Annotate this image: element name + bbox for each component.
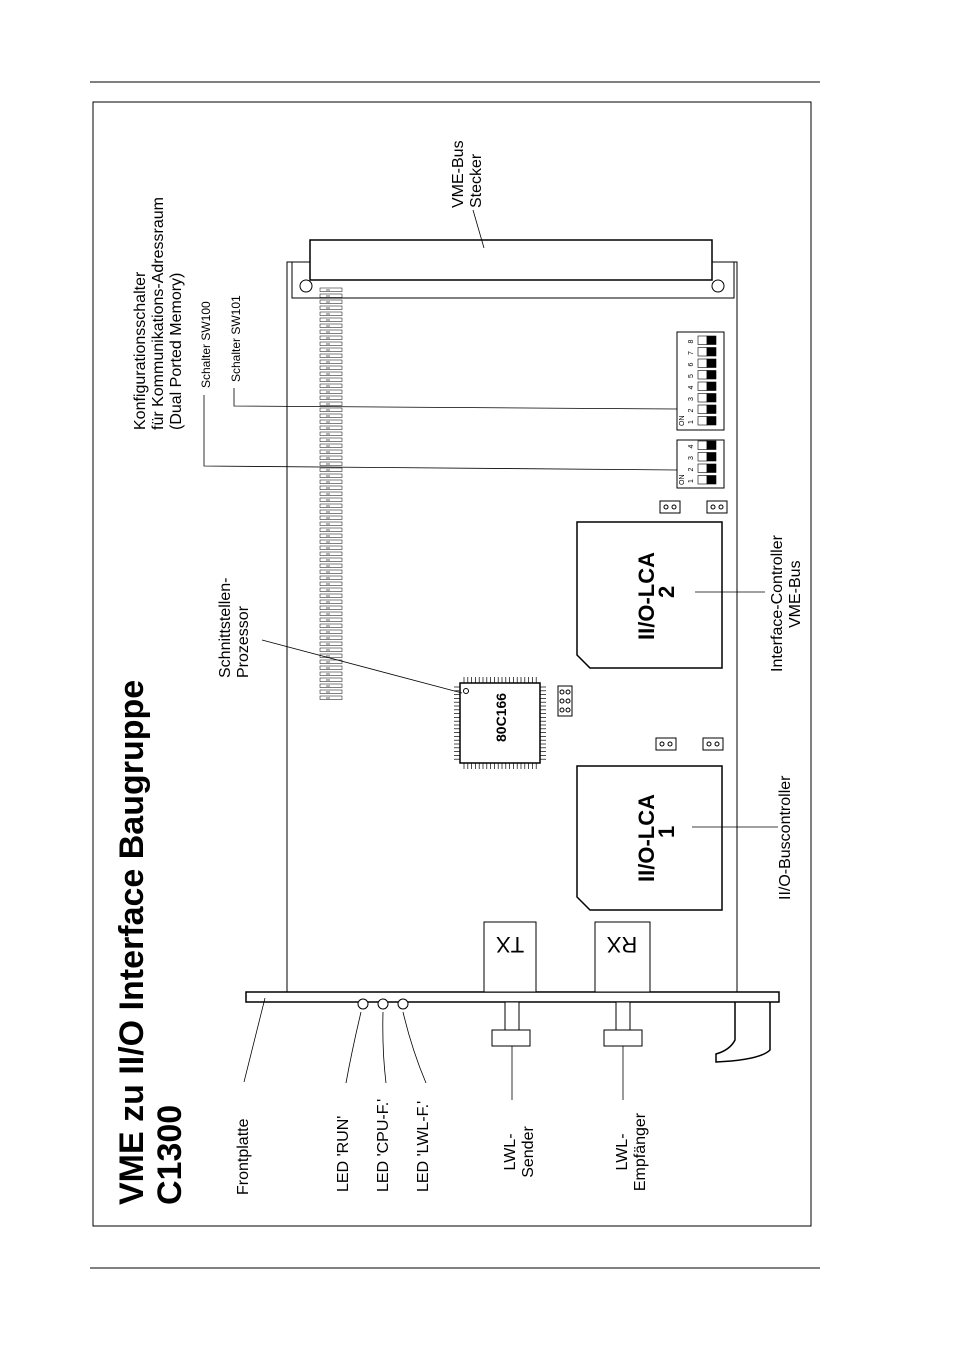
label-lwl-sender-1: LWL-	[502, 1133, 519, 1170]
title-line-1: VME zu II/O Interface Baugruppe	[113, 680, 151, 1205]
tx-connector: TX	[483, 921, 537, 1047]
label-lwl-sender-2: Sender	[520, 1126, 537, 1178]
dip-on-label: ON	[679, 475, 686, 486]
label-led-cpu: LED 'CPU-F.'	[375, 1099, 392, 1192]
lca-chip-2	[576, 521, 723, 669]
label-iobus: II/O-Buscontroller	[777, 775, 794, 900]
cpu-chip	[454, 677, 546, 769]
dip-switch-sw100: 1 2 3 4ON	[676, 439, 725, 489]
leds	[357, 998, 409, 1010]
rx-label: RX	[606, 932, 637, 957]
lca2-label-b: 2	[654, 586, 679, 598]
dip-number: 8	[688, 340, 695, 344]
label-konfig-3: (Dual Ported Memory)	[168, 273, 185, 430]
label-led-lwl: LED 'LWL-F.'	[415, 1101, 432, 1192]
dip-number: 3	[688, 397, 695, 401]
dip-number: 4	[688, 386, 695, 390]
dip-number: 3	[688, 456, 695, 460]
dip-number: 5	[688, 374, 695, 378]
cpu-label: 80C166	[493, 693, 509, 742]
dip-number: 1	[688, 479, 695, 483]
label-led-run: LED 'RUN'	[335, 1116, 352, 1192]
title-line-2: C1300	[151, 1105, 189, 1205]
lca2-label-a: II/O-LCA	[634, 552, 659, 640]
dip-number: 6	[688, 363, 695, 367]
label-sw101: Schalter SW101	[229, 295, 243, 382]
lca1-label-b: 1	[654, 826, 679, 838]
label-lwl-empf-2: Empfänger	[632, 1112, 649, 1191]
label-schnittstellen-1: Schnittstellen-	[217, 578, 234, 679]
dip-on-label: ON	[679, 416, 686, 427]
label-konfig-1: Konfigurationsschalter	[132, 271, 149, 430]
jumpers	[557, 500, 728, 751]
leader-lines	[203, 209, 778, 1100]
label-vme-1: VME-Bus	[450, 140, 467, 208]
rx-connector: RX	[594, 921, 651, 1047]
label-ifc-2: VME-Bus	[787, 560, 804, 628]
label-schnittstellen-2: Prozessor	[235, 605, 252, 678]
dip-number: 2	[688, 468, 695, 472]
label-konfig-2: für Kommunikations-Adressraum	[150, 197, 167, 430]
diagram-frame	[92, 101, 812, 1227]
dip-number: 2	[688, 409, 695, 413]
label-sw100: Schalter SW100	[199, 301, 213, 388]
dip-number: 1	[688, 420, 695, 424]
vme-connector	[291, 239, 735, 700]
tx-label: TX	[496, 932, 524, 957]
label-frontplatte: Frontplatte	[235, 1118, 252, 1195]
label-vme-2: Stecker	[468, 153, 485, 208]
dip-switch-sw101: 1 2 3 4 5 6 7 8ON	[676, 331, 725, 431]
dip-number: 7	[688, 351, 695, 355]
lca-chip-1	[576, 765, 723, 911]
dip-number: 4	[688, 445, 695, 449]
label-lwl-empf-1: LWL-	[614, 1133, 631, 1170]
lca1-label-a: II/O-LCA	[634, 794, 659, 882]
label-ifc-1: Interface-Controller	[769, 534, 786, 672]
